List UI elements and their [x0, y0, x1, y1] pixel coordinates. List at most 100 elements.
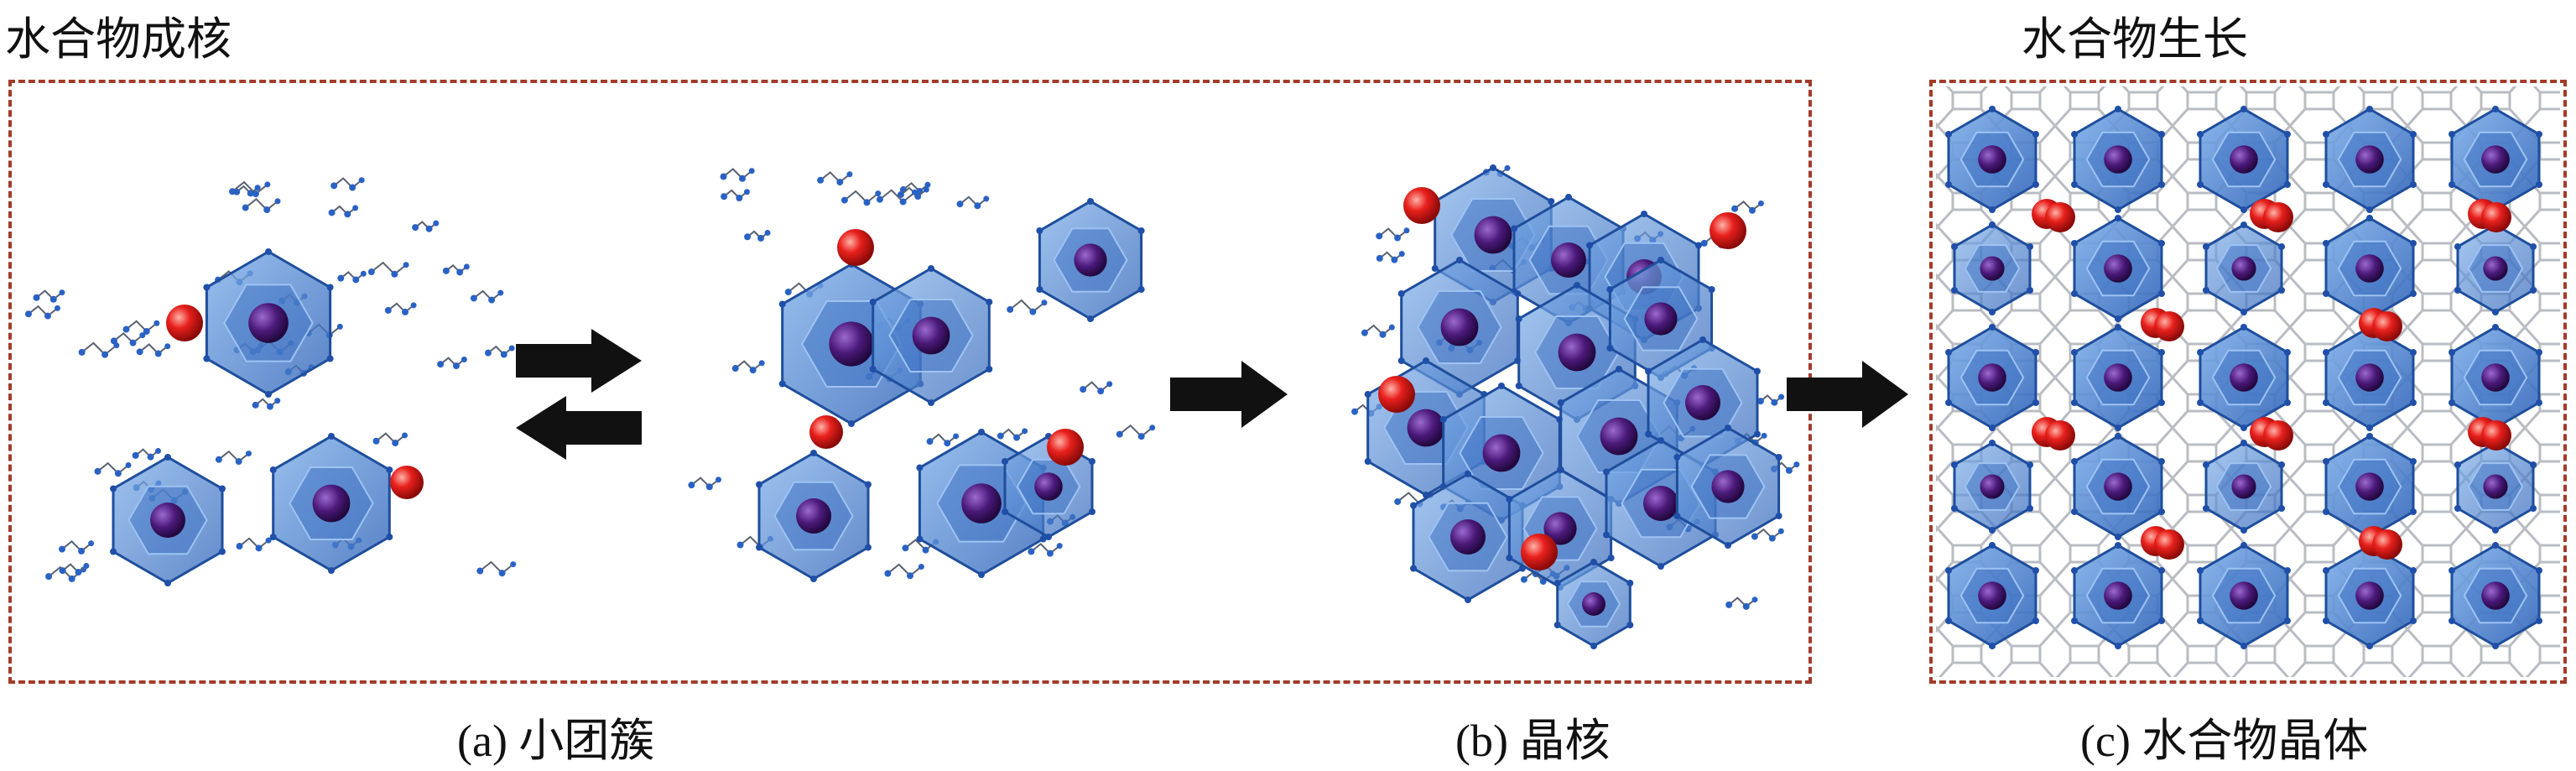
- hydrate-cage-icon: [2454, 440, 2537, 534]
- guest-molecule-icon: [2481, 581, 2510, 610]
- guest-molecule-icon: [2481, 202, 2511, 232]
- guest-molecule-icon: [2481, 363, 2510, 392]
- guest-molecule-icon: [150, 503, 185, 538]
- guest-molecule-icon: [1047, 429, 1084, 466]
- water-molecule-icon: [110, 332, 146, 346]
- guest-molecule-icon: [1980, 256, 2005, 281]
- water-molecule-icon: [252, 398, 281, 410]
- guest-molecule-icon: [2104, 254, 2132, 283]
- hydrate-cage-icon: [2071, 433, 2165, 540]
- water-molecule-icon: [328, 205, 359, 218]
- water-molecule-icon: [470, 289, 504, 304]
- guest-molecule-icon: [1600, 417, 1638, 456]
- hydrate-cage-icon: [1553, 559, 1634, 649]
- water-molecule-icon: [840, 190, 882, 206]
- water-molecule-icon: [1731, 200, 1764, 214]
- guest-molecule-icon: [2104, 581, 2132, 610]
- guest-molecule-icon: [1440, 308, 1479, 346]
- guest-molecule-icon: [1980, 474, 2005, 499]
- water-molecule-icon: [78, 341, 120, 358]
- nucleus-panel: [688, 164, 1800, 649]
- guest-molecule-icon: [1710, 212, 1746, 249]
- guest-molecule-icon: [1582, 592, 1605, 616]
- guest-molecule-icon: [2231, 474, 2256, 499]
- hydrate-cage-icon: [1950, 440, 2034, 534]
- hydrate-cage-icon: [1945, 106, 2039, 213]
- hydrate-cage-icon: [2449, 324, 2542, 431]
- small-clusters-panel: [24, 177, 517, 586]
- water-molecule-icon: [372, 432, 409, 447]
- hydrate-cage-icon: [2202, 440, 2286, 534]
- hydrate-cage-icon: [1397, 257, 1522, 398]
- water-molecule-icon: [997, 428, 1028, 441]
- water-molecule-icon: [1725, 596, 1758, 610]
- hydrate-crystal-panel: [1936, 86, 2560, 677]
- guest-molecule-icon: [1074, 243, 1107, 277]
- hydrate-cage-icon: [869, 265, 993, 406]
- guest-molecule-icon: [2104, 145, 2132, 174]
- left-arrow-icon: [516, 396, 642, 460]
- guest-molecule-icon: [2355, 472, 2384, 501]
- water-molecule-icon: [58, 540, 95, 555]
- right-arrow-icon: [1170, 361, 1288, 428]
- hydrate-cage-icon: [1945, 542, 2039, 649]
- hydrate-cage-icon: [2323, 215, 2417, 322]
- water-molecule-icon: [926, 433, 960, 447]
- hydrate-cage-icon: [2454, 221, 2537, 315]
- nucleation-heading: 水合物成核: [5, 13, 232, 65]
- hydrate-cage-icon: [2449, 542, 2542, 649]
- guest-molecule-icon: [1450, 519, 1486, 555]
- guest-molecule-icon: [390, 466, 424, 499]
- hydrate-cage-icon: [2071, 215, 2165, 322]
- guest-molecule-icon: [312, 484, 351, 523]
- guest-molecule-icon: [2481, 420, 2511, 451]
- caption-hydrate-crystal: (c) 水合物晶体: [2080, 716, 2369, 766]
- guest-molecule-icon: [1474, 216, 1512, 254]
- hydrate-cage-icon: [1945, 324, 2039, 431]
- guest-molecule-icon: [2230, 145, 2258, 174]
- water-molecule-icon: [330, 177, 365, 191]
- hydrate-cage-icon: [2202, 221, 2286, 315]
- hydrate-cage-icon: [2323, 324, 2417, 431]
- guest-molecule-icon: [2355, 254, 2384, 283]
- water-molecule-icon: [437, 357, 467, 370]
- growth-frame: [1929, 80, 2567, 684]
- water-molecule-icon: [1376, 251, 1405, 263]
- hydrate-cage-icon: [1950, 221, 2034, 315]
- guest-molecule-icon: [829, 321, 874, 367]
- water-molecule-icon: [59, 563, 90, 576]
- water-molecule-icon: [24, 305, 60, 320]
- guest-molecule-icon: [2355, 581, 2384, 610]
- water-molecule-icon: [731, 360, 765, 374]
- guest-molecule-icon: [1521, 534, 1558, 570]
- guest-molecule-icon: [809, 415, 843, 449]
- water-molecule-icon: [122, 320, 160, 335]
- water-molecule-icon: [744, 229, 771, 242]
- guest-molecule-icon: [1378, 376, 1415, 413]
- guest-molecule-icon: [2104, 363, 2132, 392]
- guest-molecule-icon: [2230, 581, 2258, 610]
- hydrate-cage-icon: [2197, 324, 2291, 431]
- guest-molecule-icon: [1685, 385, 1720, 420]
- water-molecule-icon: [242, 198, 281, 214]
- water-molecule-icon: [236, 537, 272, 552]
- guest-molecule-icon: [1643, 486, 1678, 521]
- water-molecule-icon: [442, 263, 470, 276]
- hydrate-cage-icon: [2071, 542, 2165, 649]
- guest-molecule-icon: [2372, 529, 2402, 560]
- water-molecule-icon: [817, 171, 853, 186]
- guest-molecule-icon: [2045, 420, 2075, 451]
- guest-molecule-icon: [248, 303, 289, 343]
- water-molecule-icon: [229, 180, 271, 198]
- water-molecule-icon: [1080, 381, 1113, 395]
- guest-molecule-icon: [1403, 187, 1440, 224]
- hydrate-cage-icon: [2071, 106, 2165, 213]
- guest-molecule-icon: [2231, 256, 2256, 281]
- water-molecule-icon: [33, 289, 65, 303]
- water-molecule-icon: [1007, 299, 1048, 315]
- guest-molecule-icon: [2355, 145, 2384, 174]
- guest-molecule-icon: [2263, 420, 2293, 451]
- guest-molecule-icon: [2355, 363, 2384, 392]
- guest-molecule-icon: [837, 229, 874, 266]
- hydrate-cage-icon: [1673, 425, 1782, 549]
